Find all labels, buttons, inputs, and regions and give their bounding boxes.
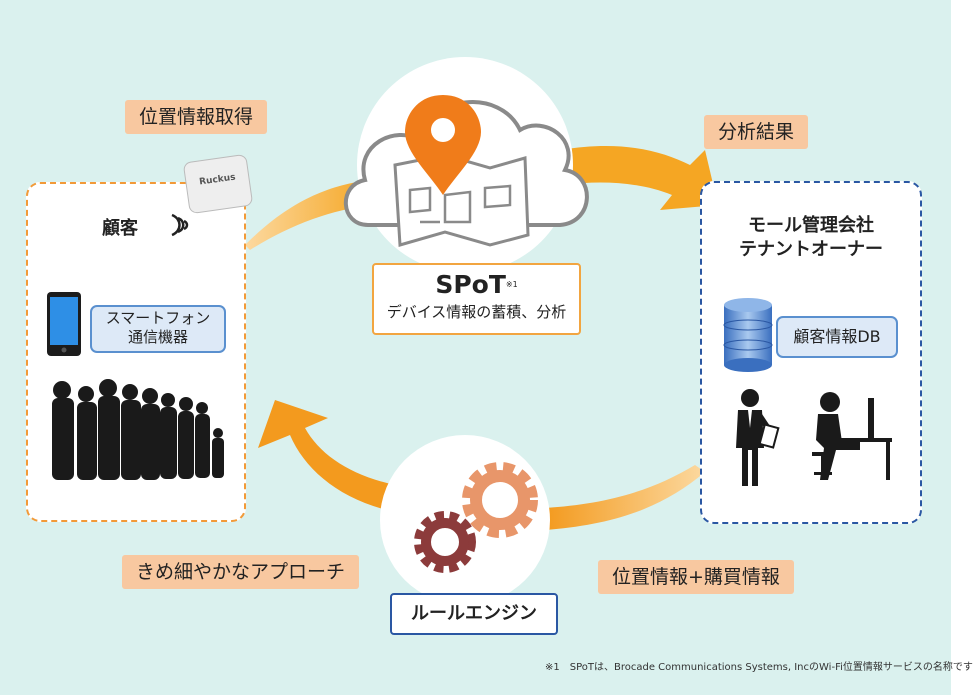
desk-worker-icon [812,392,892,480]
customer-title: 顧客 [102,218,138,239]
spot-box: SPoT※1 デバイス情報の蓄積、分析 [372,263,581,335]
gear-small-icon [414,511,476,573]
label-location-purchase: 位置情報+購買情報 [598,560,794,594]
spot-subtitle: デバイス情報の蓄積、分析 [386,303,567,321]
gear-large-icon [462,462,538,538]
label-approach: きめ細やかなアプローチ [122,555,360,589]
db-label: 顧客情報DB [793,327,881,346]
mall-title-line2: テナントオーナー [739,239,883,260]
footnote: ※1 SPoTは、Brocade Communications Systems,… [545,662,973,673]
ap-brand-label: Ruckus [198,172,237,188]
rule-engine-box: ルールエンジン [390,593,558,635]
mall-title-line1: モール管理会社 [748,215,874,236]
access-point-device: Ruckus [182,153,254,215]
db-label-box: 顧客情報DB [776,316,898,358]
label-location-acquire: 位置情報取得 [125,100,268,134]
spot-title: SPoT [435,270,506,299]
arrow-mall-to-engine [545,465,705,530]
label-analysis-result: 分析結果 [704,115,809,149]
businessperson-icon [736,389,780,486]
database-icon [723,298,773,372]
smartphone-icon [47,292,81,356]
rule-engine-label: ルールエンジン [411,603,537,624]
device-label-line1: スマートフォン [105,309,211,327]
flow-arrows [245,57,718,605]
location-pin-icon [405,95,481,195]
spot-title-line: SPoT※1 [374,271,579,299]
crowd-silhouette-icon [52,379,224,480]
wifi-signal-icon [171,213,189,237]
mall-title: モール管理会社 テナントオーナー [700,214,922,262]
device-label-line2: 通信機器 [127,328,188,346]
spot-note-mark: ※1 [505,280,518,289]
map-icon [393,153,530,247]
device-label-box: スマートフォン 通信機器 [90,305,226,353]
arrow-engine-to-customer [258,400,395,512]
arrow-spot-to-mall [560,145,718,210]
arrow-customer-to-spot [245,180,372,250]
